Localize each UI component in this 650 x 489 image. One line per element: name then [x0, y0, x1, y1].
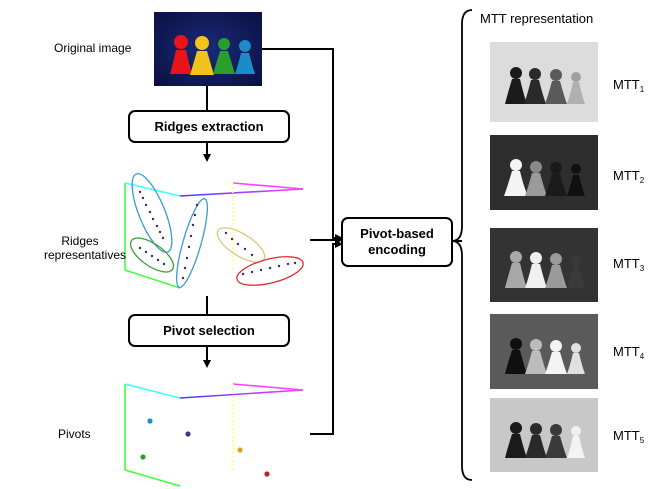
mtt-label-2-index: 2: [639, 176, 645, 185]
pawn-blue: [235, 40, 255, 74]
pawn-yellow: [190, 36, 214, 75]
ridge-ellipse-red: [236, 256, 304, 286]
ridge-ellipse-blue-2: [176, 198, 208, 288]
mtt-label-2-base: MTT: [613, 168, 640, 183]
mtt-label-1-index: 1: [639, 85, 645, 94]
ridges-extraction-box: Ridges extraction: [128, 110, 290, 143]
ridges-representatives-label: Ridges representatives: [34, 234, 126, 262]
mtt-image-2: [490, 135, 598, 210]
mtt-label-3: MTT3: [613, 256, 645, 273]
original-image: [154, 12, 262, 86]
mtt-image-3: [490, 228, 598, 302]
pivots-cube: [124, 383, 304, 487]
ridge-points: [138, 190, 297, 280]
pawn-green: [213, 38, 235, 74]
pivot-encoding-line2: encoding: [368, 242, 426, 257]
mtt-image-4: [490, 314, 598, 389]
mtt-brace: [451, 9, 473, 481]
pivot-point-green: [140, 454, 146, 460]
mtt-label-4-index: 4: [639, 352, 645, 361]
mtt-label-1: MTT1: [613, 77, 645, 94]
mtt-label-4-base: MTT: [613, 344, 640, 359]
pivot-selection-box: Pivot selection: [128, 314, 290, 347]
pivot-point-blue: [147, 418, 153, 424]
mtt-label-3-base: MTT: [613, 256, 640, 271]
mtt-label-3-index: 3: [639, 264, 645, 273]
ridges-label-line1: Ridges: [61, 234, 99, 248]
mtt-label-5-index: 5: [639, 436, 645, 445]
mtt-label-5-base: MTT: [613, 428, 640, 443]
pivot-encoding-box: Pivot-based encoding: [341, 217, 453, 267]
mtt-label-1-base: MTT: [613, 77, 640, 92]
pivot-point-orange: [237, 447, 243, 453]
ridge-ellipses: [129, 173, 304, 288]
ridge-ellipse-yellow: [216, 227, 266, 263]
ridge-ellipse-blue: [131, 173, 173, 253]
connectors: [203, 48, 462, 435]
pivot-encoding-line1: Pivot-based: [360, 226, 434, 241]
ridge-ellipse-green: [129, 237, 175, 273]
mtt-label-4: MTT4: [613, 344, 645, 361]
mtt-label-5: MTT5: [613, 428, 645, 445]
mtt-image-1: [490, 42, 598, 122]
pawn-red: [170, 35, 192, 74]
original-image-label: Original image: [54, 41, 132, 55]
pivot-point-red: [264, 471, 270, 477]
pivots-label: Pivots: [58, 427, 91, 441]
pivot-points: [140, 418, 270, 477]
pivot-point-navy: [185, 431, 191, 437]
mtt-label-2: MTT2: [613, 168, 645, 185]
ridges-label-line2: representatives: [43, 248, 126, 262]
ridges-cube: [124, 182, 304, 289]
mtt-image-5: [490, 398, 598, 472]
mtt-representation-title: MTT representation: [480, 11, 594, 26]
